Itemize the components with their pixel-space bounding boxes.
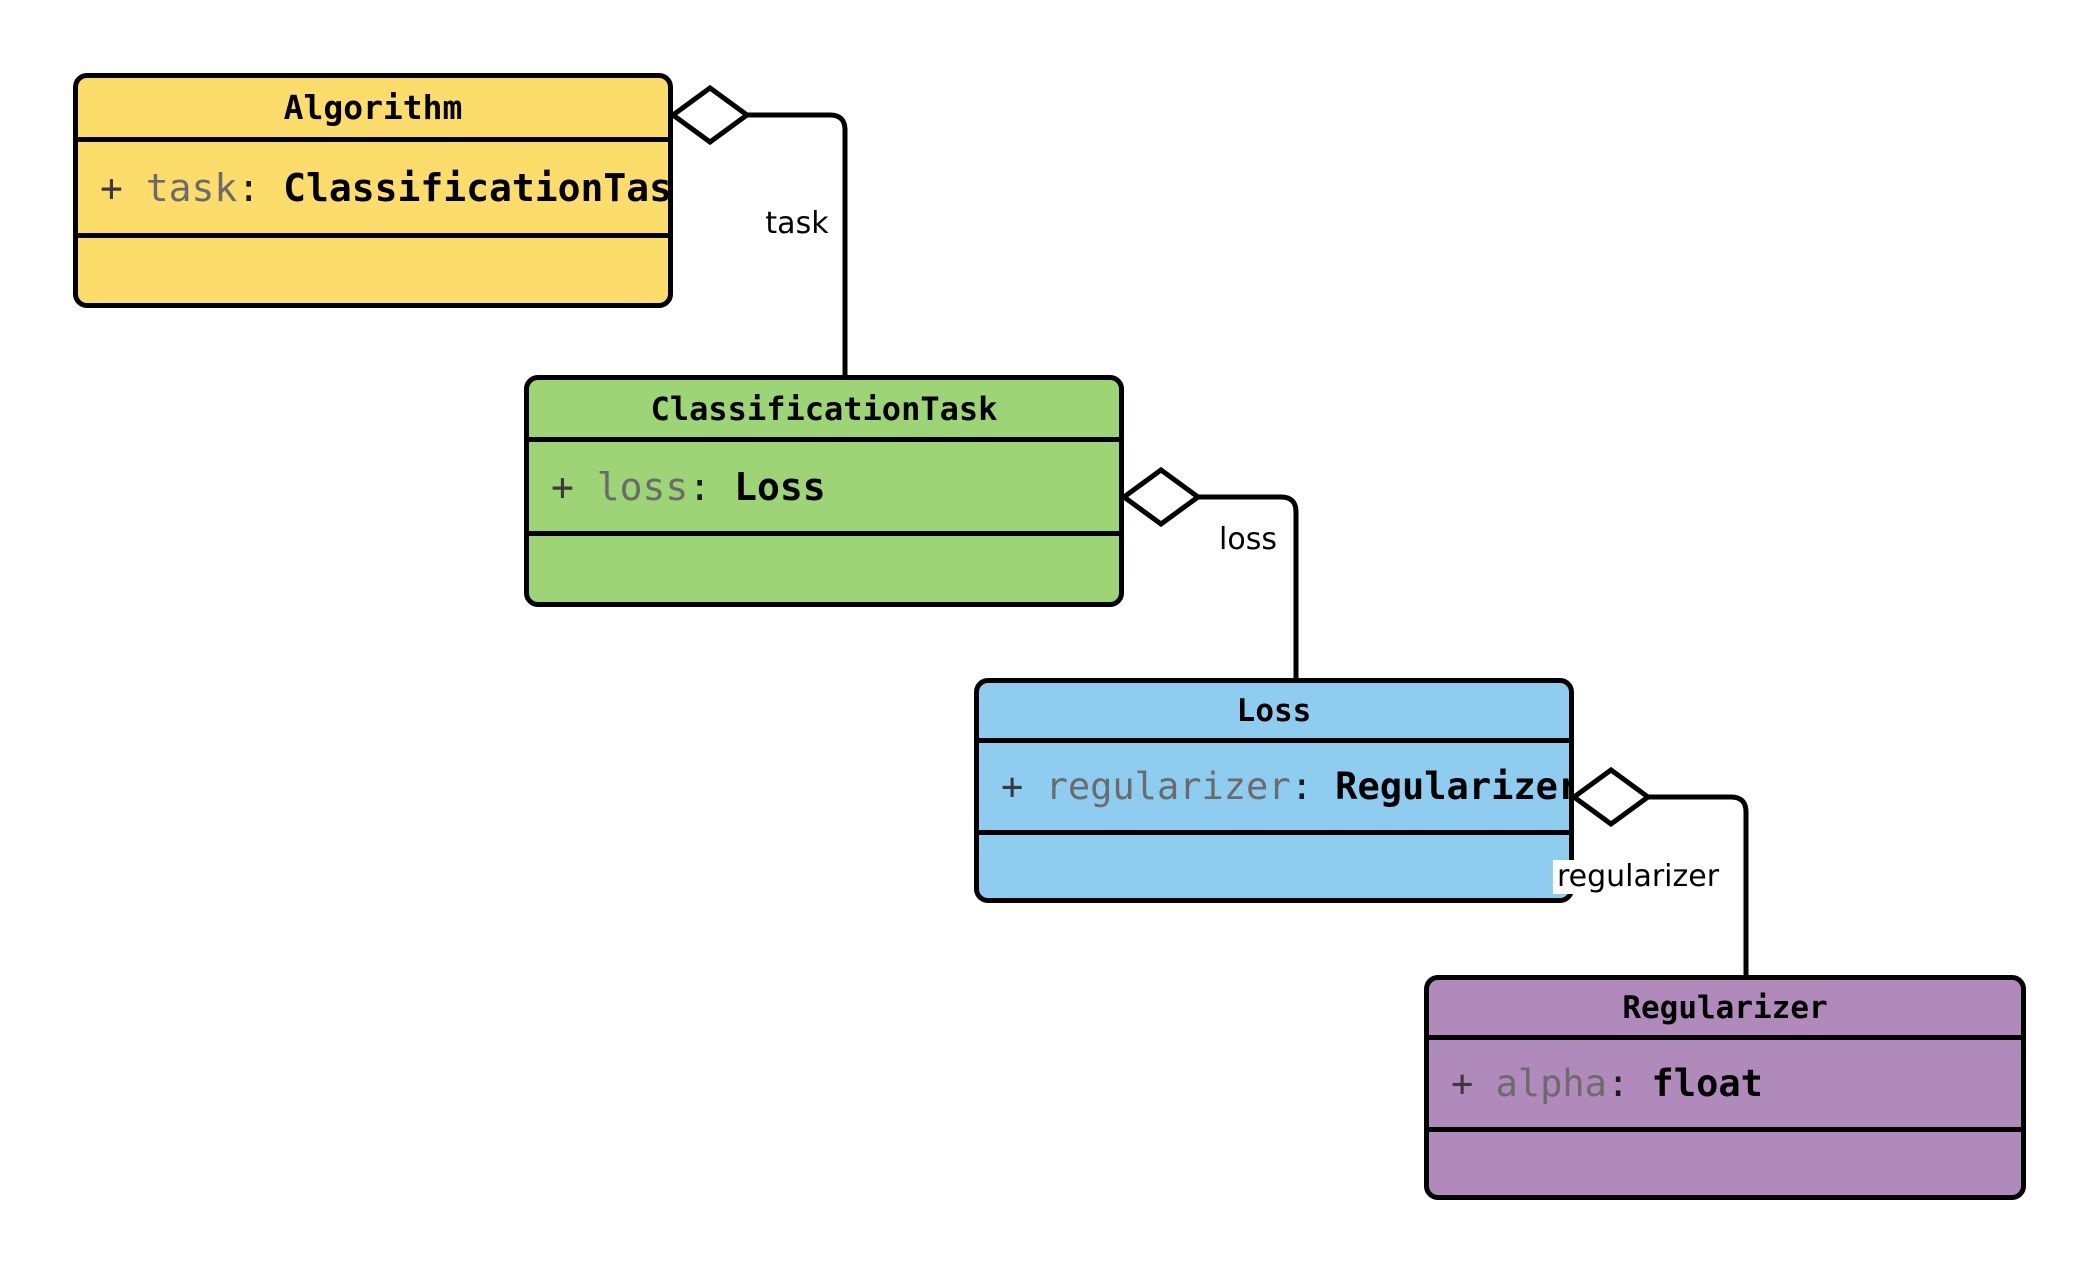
attribute-visibility: + — [551, 464, 574, 509]
attribute-space — [1629, 1062, 1651, 1105]
attribute-visibility: + — [1001, 765, 1024, 808]
aggregation-line-task — [710, 112, 848, 375]
attribute-space — [260, 166, 283, 210]
attribute-space — [1473, 1062, 1495, 1105]
relationship-label-task: task — [761, 207, 833, 241]
attribute-visibility: + — [100, 165, 123, 210]
attribute-name: loss — [596, 464, 689, 509]
class-methods-classificationtask — [529, 536, 1119, 602]
relationship-label-loss: loss — [1215, 523, 1281, 557]
class-title-classificationtask: ClassificationTask — [529, 380, 1119, 442]
attribute-type: ClassificationTask — [283, 165, 673, 210]
class-attributes-regularizer: + alpha: float — [1429, 1040, 2021, 1132]
attribute-colon: : — [688, 464, 712, 509]
attribute-colon: : — [1290, 765, 1313, 808]
class-attributes-classificationtask: + loss: Loss — [529, 442, 1119, 536]
attribute-space — [123, 166, 146, 210]
attribute-visibility: + — [1451, 1062, 1474, 1105]
attribute-row: + task: ClassificationTask — [78, 166, 668, 210]
attribute-type: Loss — [734, 464, 826, 509]
aggregation-diamond-task — [668, 84, 752, 146]
class-methods-regularizer — [1429, 1132, 2021, 1195]
attribute-space — [1313, 765, 1335, 808]
class-box-loss[interactable]: Loss + regularizer: Regularizer — [974, 678, 1574, 903]
attribute-name: alpha — [1495, 1062, 1607, 1105]
attribute-colon: : — [237, 165, 261, 210]
attribute-row: + regularizer: Regularizer — [979, 765, 1569, 808]
attribute-colon: : — [1606, 1062, 1630, 1105]
attribute-row: + alpha: float — [1429, 1062, 2021, 1105]
attribute-space — [574, 465, 597, 509]
class-title-algorithm: Algorithm — [78, 78, 668, 142]
attribute-space — [1023, 765, 1045, 808]
class-box-classificationtask[interactable]: ClassificationTask + loss: Loss — [524, 375, 1124, 607]
relationship-classificationtask-loss — [1119, 466, 1299, 678]
aggregation-diamond-loss — [1119, 466, 1203, 528]
class-attributes-algorithm: + task: ClassificationTask — [78, 142, 668, 238]
class-attributes-loss: + regularizer: Regularizer — [979, 743, 1569, 835]
class-title-regularizer: Regularizer — [1429, 980, 2021, 1040]
attribute-type: Regularizer — [1335, 765, 1574, 808]
attribute-type: float — [1651, 1062, 1763, 1105]
class-title-loss: Loss — [979, 683, 1569, 743]
aggregation-diamond-regularizer — [1569, 766, 1653, 828]
attribute-space — [711, 465, 734, 509]
relationship-label-regularizer: regularizer — [1552, 860, 1724, 894]
class-methods-algorithm — [78, 238, 668, 303]
attribute-name: task — [145, 165, 238, 210]
attribute-name: regularizer — [1045, 765, 1291, 808]
class-box-algorithm[interactable]: Algorithm + task: ClassificationTask — [73, 73, 673, 308]
class-methods-loss — [979, 835, 1569, 898]
class-box-regularizer[interactable]: Regularizer + alpha: float — [1424, 975, 2026, 1200]
attribute-row: + loss: Loss — [529, 465, 1119, 509]
